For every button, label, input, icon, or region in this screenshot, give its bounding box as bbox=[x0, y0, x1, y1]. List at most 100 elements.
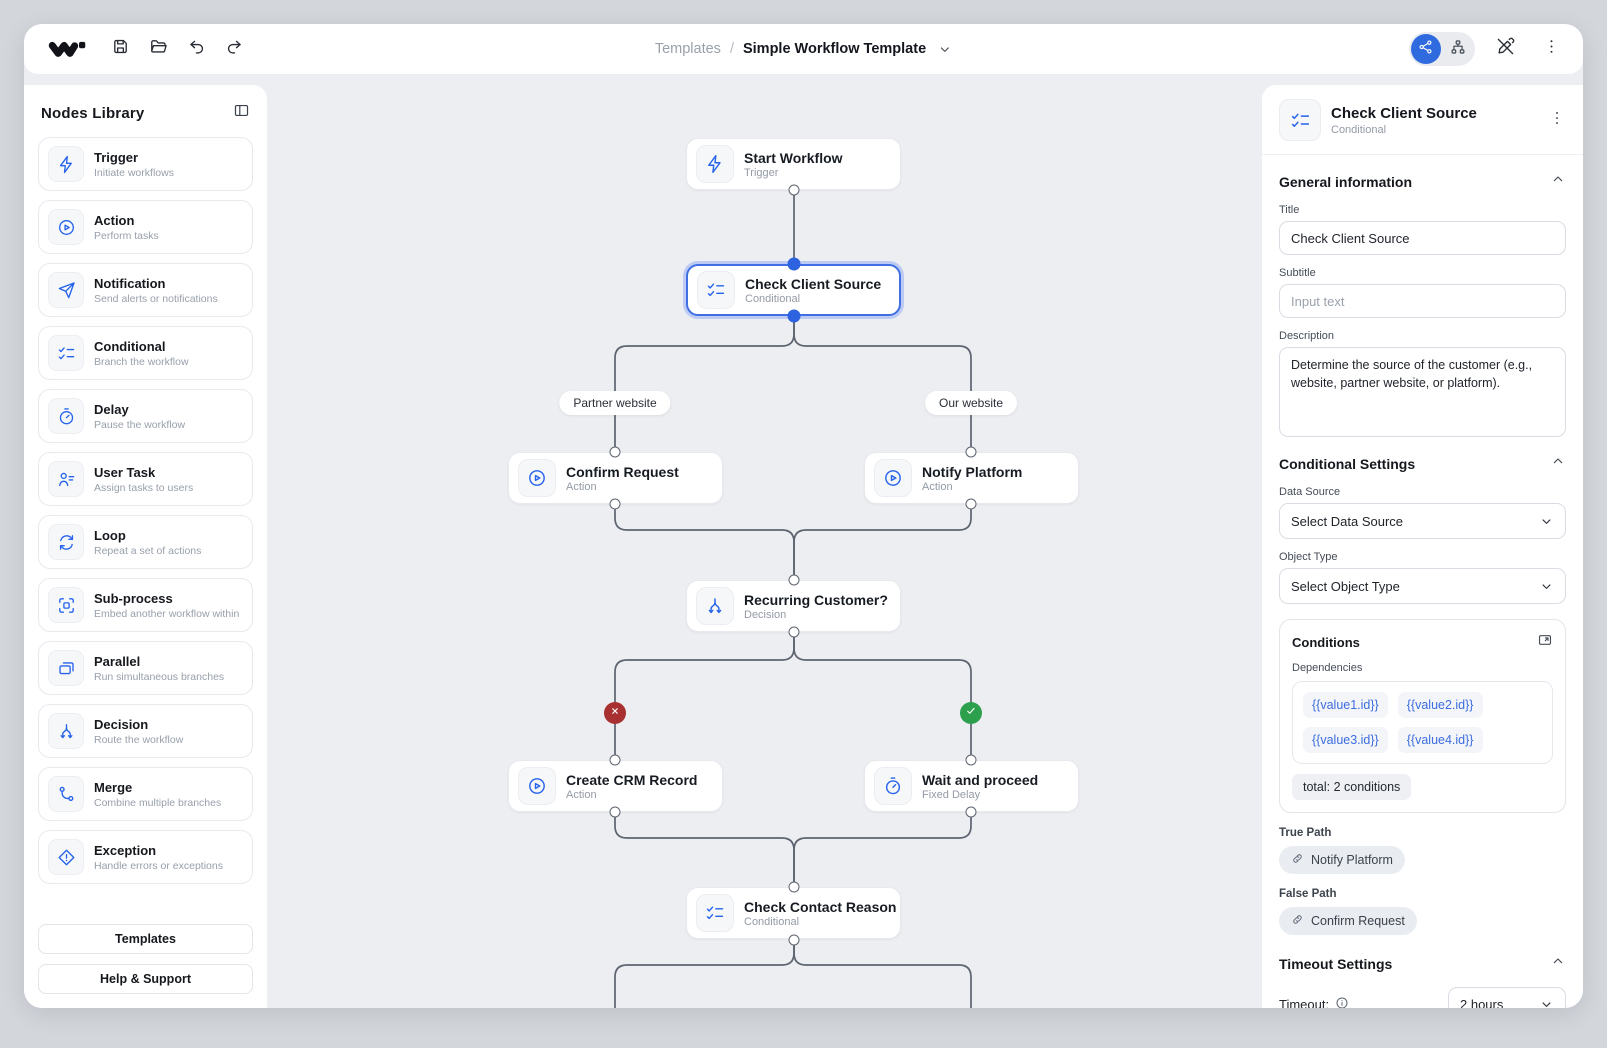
subtitle-label: Subtitle bbox=[1279, 267, 1316, 279]
false-path-chip[interactable]: Confirm Request bbox=[1279, 907, 1417, 935]
send-icon bbox=[48, 272, 84, 308]
layout-graph-button[interactable] bbox=[1411, 34, 1441, 64]
save-button[interactable] bbox=[104, 33, 136, 65]
undo-button[interactable] bbox=[180, 33, 212, 65]
true-path-chip[interactable]: Notify Platform bbox=[1279, 846, 1405, 874]
node-subtitle: Decision bbox=[744, 608, 787, 621]
item-label: Merge bbox=[94, 779, 133, 795]
node-title: Notify Platform bbox=[922, 463, 1023, 480]
chevron-up-icon bbox=[1550, 953, 1566, 974]
redo-button[interactable] bbox=[218, 33, 250, 65]
port-confirm-top[interactable] bbox=[609, 446, 621, 458]
port-crm-bottom[interactable] bbox=[609, 806, 621, 818]
port-notify-top[interactable] bbox=[965, 446, 977, 458]
edge-label-partner-website: Partner website bbox=[559, 391, 671, 415]
port-notify-bottom[interactable] bbox=[965, 498, 977, 510]
item-desc: Repeat a set of actions bbox=[94, 544, 202, 557]
inspector-menu-button[interactable] bbox=[1548, 109, 1566, 132]
layout-tree-button[interactable] bbox=[1443, 34, 1473, 64]
general-information-heading: General information bbox=[1279, 173, 1413, 190]
more-menu-button[interactable] bbox=[1535, 33, 1567, 65]
port-recurring-bottom[interactable] bbox=[788, 626, 800, 638]
expand-conditions-button[interactable] bbox=[1537, 632, 1553, 653]
false-path-marker bbox=[604, 702, 626, 724]
timeout-select[interactable]: 2 hours bbox=[1448, 987, 1566, 1008]
info-icon[interactable] bbox=[1335, 996, 1349, 1009]
node-title: Wait and proceed bbox=[922, 771, 1039, 788]
edit-lock-button[interactable] bbox=[1489, 33, 1521, 65]
dependency-chip: {{value2.id}} bbox=[1397, 692, 1483, 718]
node-title: Create CRM Record bbox=[566, 771, 698, 788]
breadcrumb-templates-link[interactable]: Templates bbox=[654, 41, 721, 57]
port-selected-top[interactable] bbox=[787, 257, 801, 271]
divider bbox=[1262, 154, 1583, 155]
data-source-label: Data Source bbox=[1279, 486, 1341, 498]
collapse-timeout-button[interactable] bbox=[1550, 953, 1566, 974]
port-contact-top[interactable] bbox=[788, 881, 800, 893]
node-title: Confirm Request bbox=[566, 463, 679, 480]
app-logo bbox=[46, 38, 90, 60]
dependencies-box: {{value1.id}} {{value2.id}} {{value3.id}… bbox=[1292, 681, 1553, 764]
templates-button[interactable]: Templates bbox=[38, 924, 253, 954]
subtitle-input[interactable] bbox=[1279, 284, 1566, 318]
timer-icon bbox=[48, 398, 84, 434]
node-recurring-customer[interactable]: Recurring Customer?Decision bbox=[686, 580, 901, 632]
git-merge-icon bbox=[48, 776, 84, 812]
port-confirm-bottom[interactable] bbox=[609, 498, 621, 510]
title-input[interactable] bbox=[1279, 221, 1566, 255]
node-subtitle: Trigger bbox=[744, 166, 779, 179]
port-crm-top[interactable] bbox=[609, 754, 621, 766]
workflow-title-dropdown[interactable] bbox=[937, 42, 952, 57]
undo-icon bbox=[187, 37, 206, 61]
item-label: Action bbox=[94, 212, 135, 228]
collapse-general-button[interactable] bbox=[1550, 171, 1566, 192]
layout-toggle bbox=[1409, 32, 1475, 66]
port-wait-bottom[interactable] bbox=[965, 806, 977, 818]
item-desc: Initiate workflows bbox=[94, 166, 174, 179]
open-button[interactable] bbox=[142, 33, 174, 65]
conditions-total-badge: total: 2 conditions bbox=[1292, 774, 1412, 800]
chevron-down-icon bbox=[1539, 579, 1554, 594]
collapse-conditional-button[interactable] bbox=[1550, 453, 1566, 474]
port-recurring-top[interactable] bbox=[788, 574, 800, 586]
node-subtitle: Conditional bbox=[745, 292, 801, 305]
item-desc: Combine multiple branches bbox=[94, 796, 222, 809]
true-path-marker bbox=[960, 702, 982, 724]
play-circle-icon bbox=[518, 459, 556, 497]
port-wait-top[interactable] bbox=[965, 754, 977, 766]
help-support-button[interactable]: Help & Support bbox=[38, 964, 253, 994]
collapse-panel-button[interactable] bbox=[233, 102, 250, 124]
item-label: Sub-process bbox=[94, 590, 173, 606]
object-type-select[interactable]: Select Object Type bbox=[1279, 568, 1566, 604]
port-start-bottom[interactable] bbox=[788, 184, 800, 196]
port-selected-bottom[interactable] bbox=[787, 309, 801, 323]
copy-icon bbox=[48, 650, 84, 686]
data-source-select[interactable]: Select Data Source bbox=[1279, 503, 1566, 539]
port-contact-bottom[interactable] bbox=[788, 934, 800, 946]
false-path-label: False Path bbox=[1279, 888, 1337, 900]
save-icon bbox=[111, 37, 130, 61]
play-circle-icon bbox=[518, 767, 556, 805]
description-textarea[interactable]: Determine the source of the customer (e.… bbox=[1279, 347, 1566, 437]
